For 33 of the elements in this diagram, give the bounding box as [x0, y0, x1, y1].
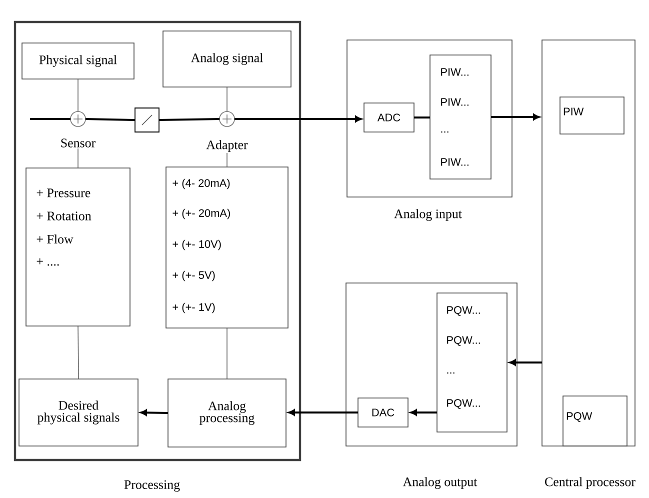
module-label: Central processor [545, 477, 636, 489]
connector-line [226, 86, 228, 112]
text-box: PQW [562, 396, 628, 446]
connector-line [78, 326, 79, 380]
connector-line [158, 118, 220, 121]
text-box: ADC [364, 102, 414, 132]
text-box: Analog processing [168, 378, 286, 448]
arrow [410, 409, 437, 416]
text-box: DAC [358, 398, 408, 428]
arrow [491, 114, 540, 120]
converter-symbol [134, 108, 160, 132]
symbol-label: Adapter [206, 140, 248, 152]
module-label: Analog output [402, 477, 478, 489]
arrow [234, 116, 362, 122]
arrow [288, 409, 358, 416]
list-box: PQW... PQW... ... PQW... [436, 292, 508, 432]
connector-line [30, 118, 70, 120]
connector-line [226, 328, 228, 380]
symbol-label: Sensor [61, 138, 96, 148]
text-box: Physical signal [22, 42, 134, 80]
connector-line [414, 116, 430, 118]
text-box: Analog signal [162, 30, 292, 88]
list-box: + Pressure + Rotation + Flow + .... [26, 168, 130, 326]
connector-line [226, 152, 228, 168]
arrow [140, 409, 168, 416]
text-box: Desired physical signals [18, 378, 138, 446]
list-box: PIW... PIW... ... PIW... [430, 54, 492, 180]
list-box: + (4- 20mA) + (+- 20mA) + (+- 10V) + (+- 5V) + (+- 1V) [166, 166, 288, 328]
arrow [509, 359, 542, 366]
text-box: PIW [560, 96, 624, 134]
module-label: Processing [124, 480, 180, 492]
module-label: Analog input [394, 209, 462, 221]
connector-line [85, 118, 136, 121]
